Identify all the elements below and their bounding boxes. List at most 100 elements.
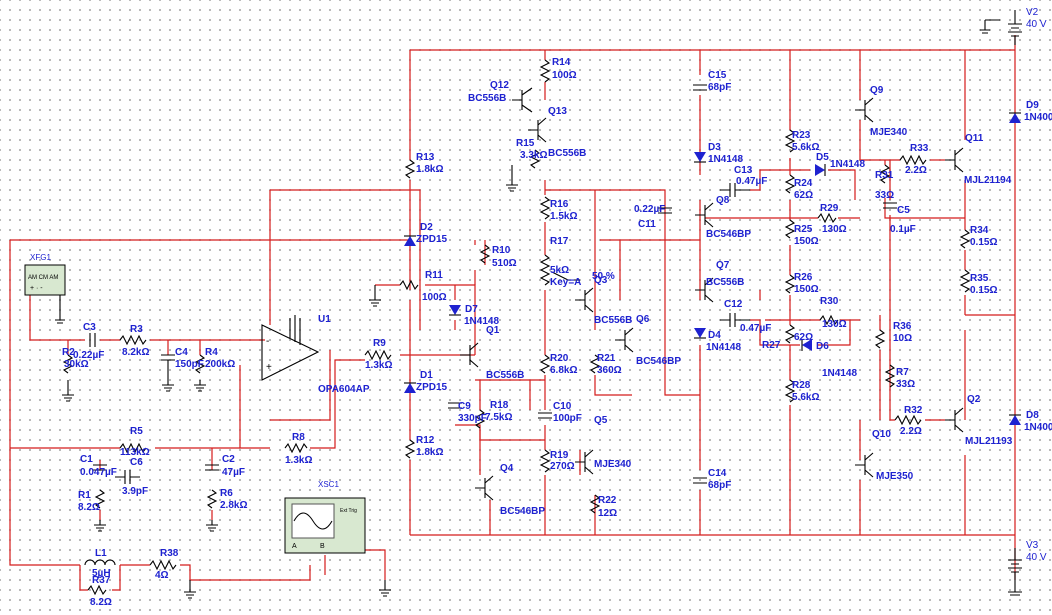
q9-label: Q9 <box>870 85 884 96</box>
r6-label: R6 <box>220 488 233 499</box>
r20-label: R20 <box>550 353 569 364</box>
v3-label: V3 <box>1026 540 1039 551</box>
r37-value: 8.2Ω <box>90 597 112 608</box>
u1-label: U1 <box>318 314 331 325</box>
r25-label: R25 <box>794 224 813 235</box>
svg-text:-: - <box>266 336 269 347</box>
xsc1-label: XSC1 <box>318 480 339 489</box>
d7-label: D7 <box>465 304 478 315</box>
c12-value: 0.47µF <box>740 323 771 334</box>
r21-value: 360Ω <box>597 365 622 376</box>
r29-value: 130Ω <box>822 224 847 235</box>
function-generator-xfg1[interactable]: AM CM AM + · - XFG1 <box>24 253 66 324</box>
r4-label: R4 <box>205 347 218 358</box>
q1-model: BC556B <box>486 370 524 381</box>
d4-model: 1N4148 <box>706 342 741 353</box>
d6-model: 1N4148 <box>822 368 857 379</box>
r33-label: R33 <box>910 143 929 154</box>
d6-label: D6 <box>816 341 829 352</box>
r1-value: 8.2Ω <box>78 502 100 513</box>
q10-label: Q10 <box>872 429 891 440</box>
resistors[interactable] <box>62 59 971 596</box>
r5-label: R5 <box>130 426 143 437</box>
r12-value: 1.8kΩ <box>416 447 443 458</box>
q11-model: MJL21194 <box>964 175 1012 186</box>
r5-value: 113kΩ <box>120 447 150 458</box>
r23-value: 5.6kΩ <box>792 142 819 153</box>
xfg1-label: XFG1 <box>30 253 51 262</box>
c6-value: 3.9pF <box>122 486 148 497</box>
r32-value: 2.2Ω <box>900 426 922 437</box>
opamp-u1[interactable]: - + U1 OPA604AP <box>261 314 370 395</box>
r31-label: R31 <box>875 170 894 181</box>
r2-value: 30kΩ <box>64 359 89 370</box>
c3-label: C3 <box>83 322 96 333</box>
r22-value: 12Ω <box>598 508 617 519</box>
q12-model: BC556B <box>468 93 506 104</box>
r14-value: 100Ω <box>552 70 577 81</box>
svg-text:+: + <box>266 362 272 373</box>
r11-label: R11 <box>425 270 443 281</box>
r28-label: R28 <box>792 380 811 391</box>
oscilloscope-xsc1[interactable]: A B Ext Trig XSC1 <box>284 480 366 554</box>
xsc1-ext-label: Ext Trig <box>340 508 357 514</box>
r3-label: R3 <box>130 324 143 335</box>
c1-value: 0.047µF <box>80 467 117 478</box>
q13-label: Q13 <box>548 106 567 117</box>
d1-label: D1 <box>420 370 433 381</box>
r1-label: R1 <box>78 490 91 501</box>
svg-text:+ · -: + · - <box>30 285 43 292</box>
u1-model: OPA604AP <box>318 384 370 395</box>
r37-label: R37 <box>92 575 111 586</box>
c10-value: 100pF <box>553 413 582 424</box>
r10-label: R10 <box>492 245 511 256</box>
r34-label: R34 <box>970 225 989 236</box>
d8-model: 1N400 <box>1024 422 1052 433</box>
capacitors[interactable] <box>89 84 897 484</box>
ground-symbols <box>62 165 518 599</box>
c2-label: C2 <box>222 454 235 465</box>
svg-text:A: A <box>292 543 297 550</box>
q3-label: Q3 <box>594 275 608 286</box>
q8-model: BC546BP <box>706 229 751 240</box>
component-labels: R1 8.2Ω R2 30kΩ R3 8.2kΩ R4 200kΩ R5 113… <box>62 57 1052 608</box>
c14-value: 68pF <box>708 480 731 491</box>
inductor-l1[interactable] <box>84 559 116 566</box>
c14-label: C14 <box>708 468 727 479</box>
r27-label: R27 <box>762 340 781 351</box>
r13-label: R13 <box>416 152 435 163</box>
q13-model: BC556B <box>548 148 586 159</box>
r17-key: Key=A <box>550 277 581 288</box>
r26-label: R26 <box>794 272 813 283</box>
r27-value: 62Ω <box>794 332 813 343</box>
c9-label: C9 <box>458 401 471 412</box>
c5-label: C5 <box>897 205 910 216</box>
transistors[interactable] <box>460 87 964 501</box>
power-source-v2[interactable]: V2 40 V <box>980 7 1047 45</box>
r14-label: R14 <box>552 57 571 68</box>
q7-label: Q7 <box>716 260 730 271</box>
power-source-v3[interactable]: V3 40 V <box>1008 540 1047 596</box>
q9-model: MJE340 <box>870 127 908 138</box>
v3-value: 40 V <box>1026 552 1047 563</box>
d3-label: D3 <box>708 142 721 153</box>
d3-model: 1N4148 <box>708 154 743 165</box>
q5-model: MJE340 <box>594 459 632 470</box>
diodes[interactable] <box>404 112 1021 425</box>
q7-model: BC556B <box>706 277 744 288</box>
c2-value: 47µF <box>222 467 245 478</box>
c15-value: 68pF <box>708 82 731 93</box>
c13-value: 0.47µF <box>736 176 767 187</box>
r25-value: 150Ω <box>794 236 819 247</box>
c13-label: C13 <box>734 165 753 176</box>
r19-value: 270Ω <box>550 461 575 472</box>
r16-label: R16 <box>550 199 569 210</box>
l1-value: 5µH <box>92 568 111 579</box>
r30-label: R30 <box>820 296 839 307</box>
q6-label: Q6 <box>636 314 650 325</box>
d5-model: 1N4148 <box>830 159 865 170</box>
r35-value: 0.15Ω <box>970 285 997 296</box>
c15-label: C15 <box>708 70 727 81</box>
r8-label: R8 <box>292 432 305 443</box>
